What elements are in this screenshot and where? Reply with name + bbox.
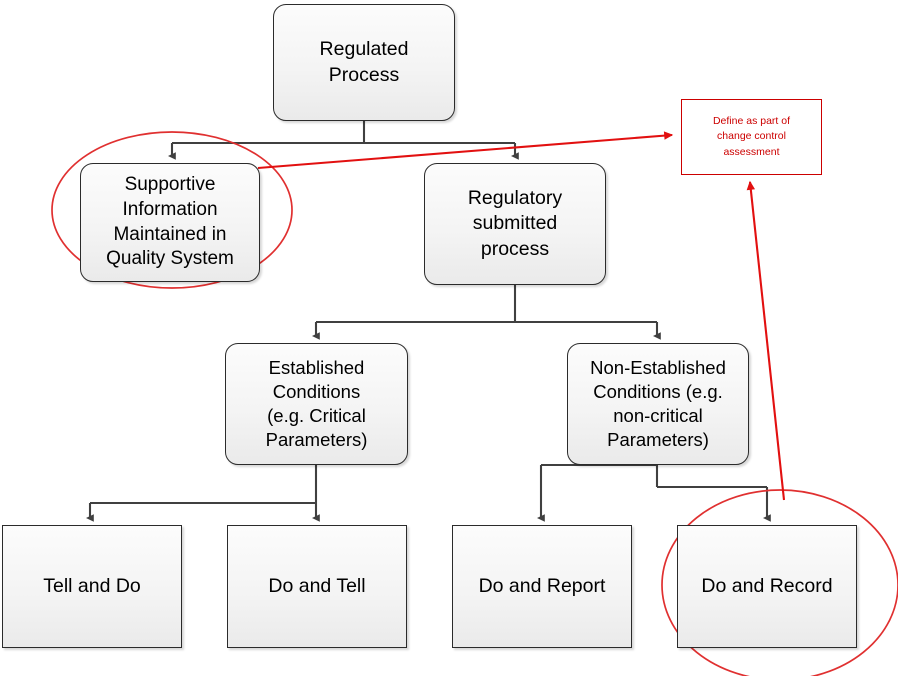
node-do-and-report[interactable]: Do and Report xyxy=(452,525,632,648)
node-established-conditions[interactable]: Established Conditions (e.g. Critical Pa… xyxy=(225,343,408,465)
node-do-and-record[interactable]: Do and Record xyxy=(677,525,857,648)
annotation-change-control[interactable]: Define as part of change control assessm… xyxy=(681,99,822,175)
node-label: Do and Report xyxy=(478,574,606,597)
node-label: Supportive Information Maintained in Qua… xyxy=(106,174,234,270)
edge-regsub-to-children xyxy=(312,285,661,340)
edge-nonestablished-to-children xyxy=(537,463,771,522)
node-label: Regulated Process xyxy=(319,38,409,86)
edge-established-to-children xyxy=(86,465,320,522)
node-tell-and-do[interactable]: Tell and Do xyxy=(2,525,182,648)
node-do-and-tell[interactable]: Do and Tell xyxy=(227,525,407,648)
node-label: Do and Tell xyxy=(268,574,366,597)
node-non-established-conditions[interactable]: Non-Established Conditions (e.g. non-cri… xyxy=(567,343,749,465)
node-label: Tell and Do xyxy=(43,574,141,597)
node-supportive-information[interactable]: Supportive Information Maintained in Qua… xyxy=(80,163,260,282)
annotation-label: Define as part of change control assessm… xyxy=(712,115,791,158)
node-label: Do and Record xyxy=(701,574,833,597)
red-arrow-do-record-to-annotation xyxy=(746,180,786,501)
edge-regulated-to-children xyxy=(168,121,519,160)
node-regulatory-submitted-process[interactable]: Regulatory submitted process xyxy=(424,163,606,285)
node-label: Established Conditions (e.g. Critical Pa… xyxy=(265,356,368,451)
node-regulated-process[interactable]: Regulated Process xyxy=(273,4,455,121)
node-label: Non-Established Conditions (e.g. non-cri… xyxy=(590,356,726,451)
node-label: Regulatory submitted process xyxy=(467,186,563,260)
